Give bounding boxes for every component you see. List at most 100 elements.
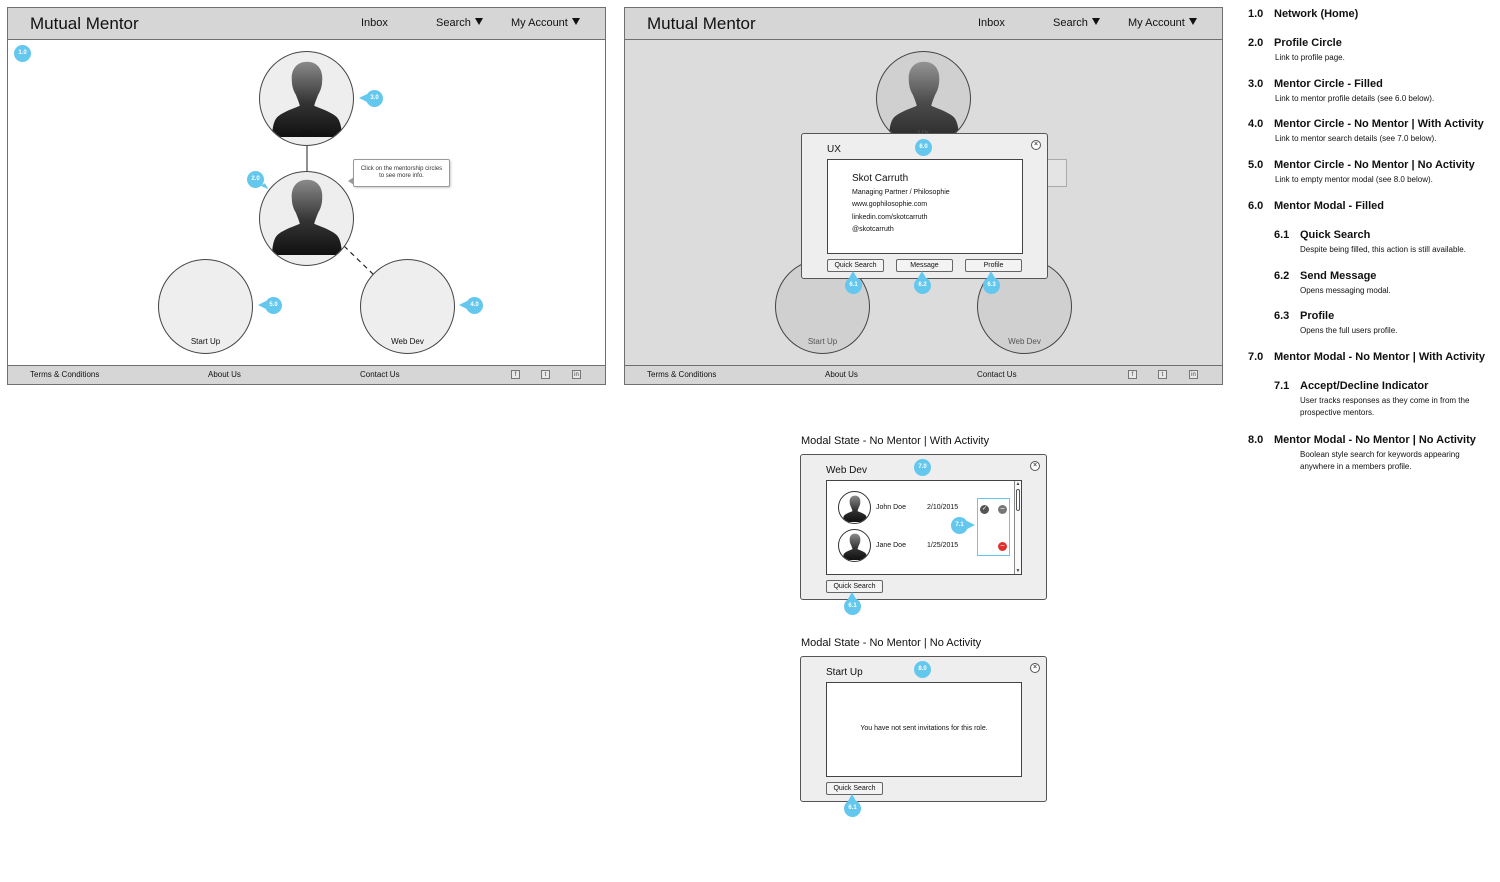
footer-link-terms[interactable]: Terms & Conditions (30, 370, 100, 379)
badge-2-0: 2.0 (247, 171, 264, 188)
badge-1-0: 1.0 (14, 45, 31, 62)
annotation-number: 4.0 (1248, 118, 1264, 130)
empty-state-panel: You have not sent invitations for this r… (826, 682, 1022, 777)
nav-inbox[interactable]: Inbox (361, 17, 388, 29)
badge-6-1: 6.1 (844, 794, 861, 817)
linkedin-icon[interactable]: in (572, 370, 581, 379)
empty-state-message: You have not sent invitations for this r… (860, 725, 988, 732)
chevron-down-icon (1188, 18, 1197, 25)
app-logo[interactable]: Mutual Mentor (30, 14, 139, 33)
mentor-circle-empty[interactable]: Start Up (158, 259, 253, 354)
mentor-twitter[interactable]: @skotcarruth (852, 226, 894, 233)
list-item[interactable]: Jane Doe 1/25/2015 (838, 529, 1008, 563)
list-item[interactable]: John Doe 2/10/2015 (838, 491, 1008, 525)
annotation-title: Mentor Modal - No Mentor | With Activity (1274, 351, 1485, 363)
annotation-number: 3.0 (1248, 78, 1264, 90)
nav-inbox[interactable]: Inbox (978, 17, 1005, 29)
modal-title: Start Up (826, 667, 863, 678)
annotation-description: Link to profile page. (1275, 53, 1345, 62)
app-logo[interactable]: Mutual Mentor (647, 14, 756, 33)
annotation-description: User tracks responses as they come in fr… (1300, 396, 1470, 417)
annotation-description: Boolean style search for keywords appear… (1300, 450, 1460, 471)
minus-icon: − (998, 505, 1007, 514)
annotation-title: Quick Search (1300, 229, 1371, 241)
annotation-title: Profile (1300, 310, 1335, 322)
annotation-title: Network (Home) (1274, 8, 1359, 20)
mentor-details-card: Skot Carruth Managing Partner / Philosop… (827, 159, 1023, 254)
mentor-modal-filled: UX × Skot Carruth Managing Partner / Phi… (801, 133, 1048, 279)
person-silhouette-icon (884, 57, 964, 137)
annotation-description: Link to mentor profile details (see 6.0 … (1275, 94, 1435, 103)
scroll-up-icon[interactable]: ▲ (1015, 481, 1021, 487)
profile-circle[interactable] (259, 171, 354, 266)
chevron-down-icon (571, 18, 580, 25)
footer-link-about[interactable]: About Us (825, 370, 858, 379)
close-icon[interactable]: × (1030, 663, 1040, 673)
avatar (838, 491, 871, 524)
nav-account[interactable]: My Account (511, 17, 580, 29)
modal-title: Web Dev (826, 465, 867, 476)
mentor-circle-filled[interactable]: UX (876, 51, 971, 146)
mentor-circle-label: Web Dev (1008, 337, 1041, 346)
mentor-name: Skot Carruth (852, 173, 909, 184)
linkedin-icon[interactable]: in (1189, 370, 1198, 379)
person-silhouette-icon (267, 57, 347, 137)
invitation-list: John Doe 2/10/2015 Jane Doe 1/25/2015 ✓ … (826, 480, 1022, 575)
badge-8-0: 8.0 (914, 661, 931, 678)
facebook-icon[interactable]: f (1128, 370, 1137, 379)
annotation-heading: 6.0 Mentor Modal - Filled (1248, 200, 1384, 212)
mentor-circle-label: Start Up (190, 337, 221, 346)
annotation-number: 5.0 (1248, 159, 1264, 171)
mentor-circle-label: Start Up (807, 337, 838, 346)
nav-account-label: My Account (511, 17, 568, 29)
annotation-number: 8.0 (1248, 434, 1264, 446)
accept-decline-indicator: ✓ − − (977, 498, 1010, 556)
connection-lines (306, 145, 376, 277)
footer-link-about[interactable]: About Us (208, 370, 241, 379)
scrollbar[interactable]: ▲ ▼ (1014, 481, 1021, 574)
avatar (838, 529, 871, 562)
nav-search[interactable]: Search (1053, 17, 1100, 29)
footer-link-terms[interactable]: Terms & Conditions (647, 370, 717, 379)
annotation-title: Mentor Circle - No Mentor | No Activity (1274, 159, 1475, 171)
footer-link-contact[interactable]: Contact Us (977, 370, 1017, 379)
footer-link-contact[interactable]: Contact Us (360, 370, 400, 379)
badge-6-3: 6.3 (983, 271, 1000, 294)
nav-account[interactable]: My Account (1128, 17, 1197, 29)
mentor-circle-filled[interactable]: UX (259, 51, 354, 146)
person-silhouette-icon (841, 494, 869, 522)
mentor-linkedin[interactable]: linkedin.com/skotcarruth (852, 214, 928, 221)
annotation-description: Opens messaging modal. (1300, 286, 1391, 295)
modal-state-label-activity: Modal State - No Mentor | With Activity (801, 435, 990, 447)
badge-3-0: 3.0 (359, 90, 383, 107)
badge-6-1: 6.1 (845, 271, 862, 294)
twitter-icon[interactable]: t (541, 370, 550, 379)
chevron-down-icon (1091, 18, 1100, 25)
annotation-title: Send Message (1300, 270, 1377, 282)
scroll-thumb[interactable] (1016, 489, 1020, 511)
facebook-icon[interactable]: f (511, 370, 520, 379)
twitter-icon[interactable]: t (1158, 370, 1167, 379)
annotation-number: 1.0 (1248, 8, 1264, 20)
invitee-name: Jane Doe (876, 542, 906, 549)
person-silhouette-icon (267, 175, 347, 255)
annotation-title: Mentor Modal - Filled (1274, 200, 1384, 212)
annotation-title: Accept/Decline Indicator (1300, 380, 1429, 392)
tooltip-mentorship-hint: Click on the mentorship circles to see m… (348, 159, 450, 187)
scroll-down-icon[interactable]: ▼ (1015, 568, 1021, 574)
mentor-website[interactable]: www.gophilosophie.com (852, 201, 928, 208)
close-icon[interactable]: × (1030, 461, 1040, 471)
close-icon[interactable]: × (1031, 140, 1041, 150)
annotation-description: Opens the full users profile. (1300, 326, 1398, 335)
nav-search[interactable]: Search (436, 17, 483, 29)
tooltip-text: Click on the mentorship circles to see m… (360, 166, 443, 179)
annotation-description: Despite being filled, this action is sti… (1300, 245, 1466, 254)
mentor-circle-activity[interactable]: Web Dev (360, 259, 455, 354)
annotation-number: 6.0 (1248, 200, 1264, 212)
header-bar: Mutual Mentor Inbox Search My Account (625, 8, 1222, 40)
